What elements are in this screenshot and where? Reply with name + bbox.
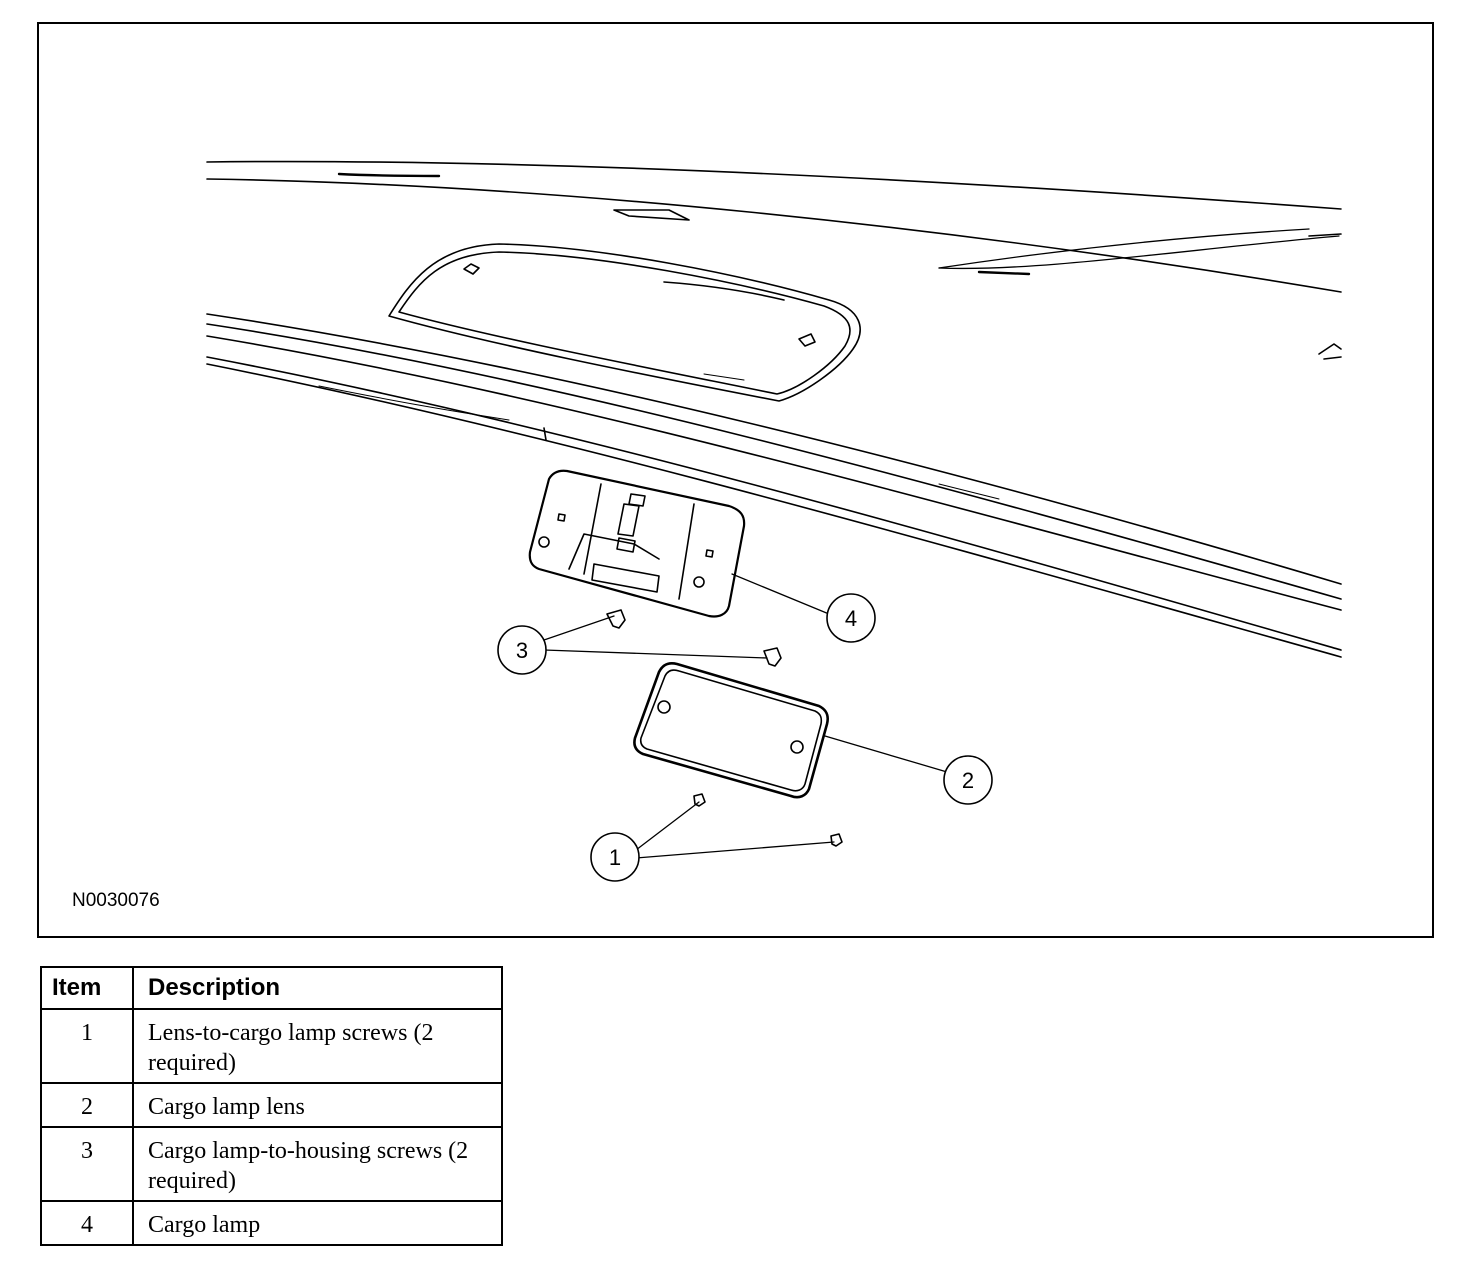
table-row: 3 Cargo lamp-to-housing screws (2 requir…	[40, 1126, 503, 1202]
callout-3: 3	[497, 625, 547, 675]
roof-opening	[388, 243, 861, 402]
housing-screws	[606, 609, 782, 667]
callout-4: 4	[826, 593, 876, 643]
svg-text:4: 4	[845, 606, 857, 631]
lens-screws	[693, 793, 843, 847]
svg-text:3: 3	[516, 638, 528, 663]
figure-frame: 3 4 2 1 N0030076	[37, 22, 1434, 938]
row-description: Cargo lamp lens	[132, 1082, 503, 1128]
cargo-lamp-lens	[633, 661, 830, 799]
svg-text:1: 1	[609, 845, 621, 870]
legend-table: Item Description 1 Lens-to-cargo lamp sc…	[40, 966, 503, 1246]
row-item: 3	[40, 1126, 134, 1202]
row-description: Cargo lamp-to-housing screws (2 required…	[132, 1126, 503, 1202]
figure-id: N0030076	[72, 890, 160, 911]
callout-1: 1	[590, 832, 640, 882]
row-description: Lens-to-cargo lamp screws (2 required)	[132, 1008, 503, 1084]
table-row: 2 Cargo lamp lens	[40, 1082, 503, 1128]
row-item: 1	[40, 1008, 134, 1084]
cargo-lamp	[528, 469, 746, 618]
table-row: 4 Cargo lamp	[40, 1200, 503, 1246]
callout-2: 2	[943, 755, 993, 805]
row-item: 2	[40, 1082, 134, 1128]
header-item: Item	[40, 966, 134, 1010]
table-row: 1 Lens-to-cargo lamp screws (2 required)	[40, 1008, 503, 1084]
row-item: 4	[40, 1200, 134, 1246]
leader-lines	[543, 573, 948, 859]
svg-text:2: 2	[962, 768, 974, 793]
row-description: Cargo lamp	[132, 1200, 503, 1246]
header-description: Description	[132, 966, 503, 1010]
exploded-view-illustration: 3 4 2 1	[206, 160, 1342, 882]
roof-panel	[206, 160, 1342, 658]
legend-header-row: Item Description	[40, 966, 503, 1010]
